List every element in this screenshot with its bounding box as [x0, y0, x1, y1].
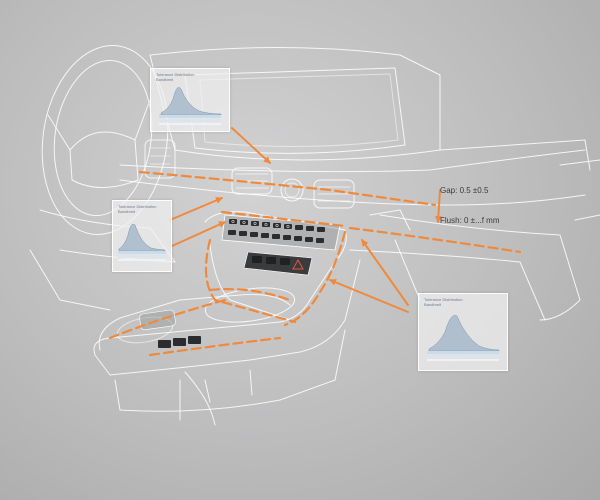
tolerance-panel-top: Tolerance Distribution Bandbreit [150, 68, 230, 132]
panel-title: Tolerance Distribution Bandbreit [156, 72, 195, 82]
distribution-bar [118, 259, 166, 261]
distribution-bar [118, 251, 166, 254]
console-button[interactable] [158, 340, 171, 348]
arrow-gap-label [434, 189, 442, 223]
gap-line-dash-right [348, 226, 522, 254]
gap-line-console-left [204, 238, 297, 324]
hazard-warning-icon[interactable] [292, 258, 304, 270]
center-console [93, 211, 361, 376]
climate-button[interactable] [317, 227, 325, 232]
climate-button[interactable] [305, 237, 313, 242]
climate-button[interactable] [250, 232, 258, 237]
climate-button[interactable] [261, 233, 269, 238]
distribution-curve [160, 87, 222, 116]
arrow-right-panel-1 [329, 279, 409, 313]
gap-value-label: Gap: 0.5 ±0.5 [440, 186, 489, 195]
distribution-bar [427, 355, 499, 358]
climate-button[interactable] [294, 236, 302, 241]
panel-title: Tolerance Distribution Bandbreit [424, 297, 463, 307]
gap-line-tray [208, 288, 292, 302]
climate-button[interactable] [272, 234, 280, 239]
gap-lines [108, 170, 522, 357]
steering-wheel-inner [53, 59, 153, 217]
climate-button[interactable] [262, 222, 270, 227]
climate-button[interactable] [273, 223, 281, 228]
lower-button[interactable] [252, 256, 262, 263]
climate-button[interactable] [306, 226, 314, 231]
steering-wheel-hub [69, 131, 139, 188]
arrow-left-panel-1 [169, 197, 223, 221]
gap-line-console-front [148, 336, 282, 357]
tolerance-panel-left: Tolerance Distribution Bandbreit [112, 200, 172, 272]
pointer-arrows [169, 127, 442, 313]
center-clock [280, 178, 304, 202]
gap-line-panel-top [220, 210, 347, 228]
lower-button[interactable] [280, 258, 290, 265]
climate-button[interactable] [239, 231, 247, 236]
flush-value-label: Flush: 0 ±...f mm [440, 216, 500, 225]
arrow-left-panel-2 [171, 221, 226, 247]
distribution-bar [159, 119, 221, 122]
tolerance-panel-right: Tolerance Distribution Bandbreit [418, 293, 508, 371]
climate-button[interactable] [228, 230, 236, 235]
climate-button[interactable] [240, 220, 248, 225]
distribution-chart [159, 87, 222, 125]
console-button[interactable] [188, 336, 201, 344]
distribution-curve [118, 223, 166, 252]
gap-line-dash-top [138, 170, 437, 207]
distribution-curve [428, 315, 500, 352]
distribution-bar [427, 351, 499, 354]
dashboard-right-body [379, 214, 581, 321]
gap-line-console-right [283, 230, 347, 327]
console-button[interactable] [173, 338, 186, 346]
hazard-strip [243, 251, 313, 276]
climate-button[interactable] [229, 219, 237, 224]
gap-line-console-lower [108, 298, 227, 340]
climate-button[interactable] [251, 221, 259, 226]
climate-button[interactable] [283, 235, 291, 240]
distribution-bar [118, 255, 166, 258]
dashboard-top-edge [119, 149, 586, 173]
lower-button[interactable] [266, 257, 276, 264]
display-screen [184, 67, 406, 154]
steering-wheel-rim [41, 45, 169, 235]
panel-title: Tolerance Distribution Bandbreit [118, 204, 157, 214]
distribution-bar [427, 359, 499, 361]
console-tray [204, 287, 296, 323]
gap-flush-annotation: Gap: 0.5 ±0.5 Flush: 0 ±...f mm [440, 166, 500, 246]
distribution-chart [427, 315, 500, 361]
arrow-top-panel [231, 127, 271, 164]
control-panel [139, 214, 341, 348]
distribution-bar [159, 115, 221, 118]
distribution-chart [118, 223, 166, 261]
distribution-bar [159, 123, 221, 125]
arrow-right-panel-2 [361, 239, 409, 306]
climate-button[interactable] [295, 225, 303, 230]
climate-button[interactable] [284, 224, 292, 229]
climate-button[interactable] [316, 238, 324, 243]
